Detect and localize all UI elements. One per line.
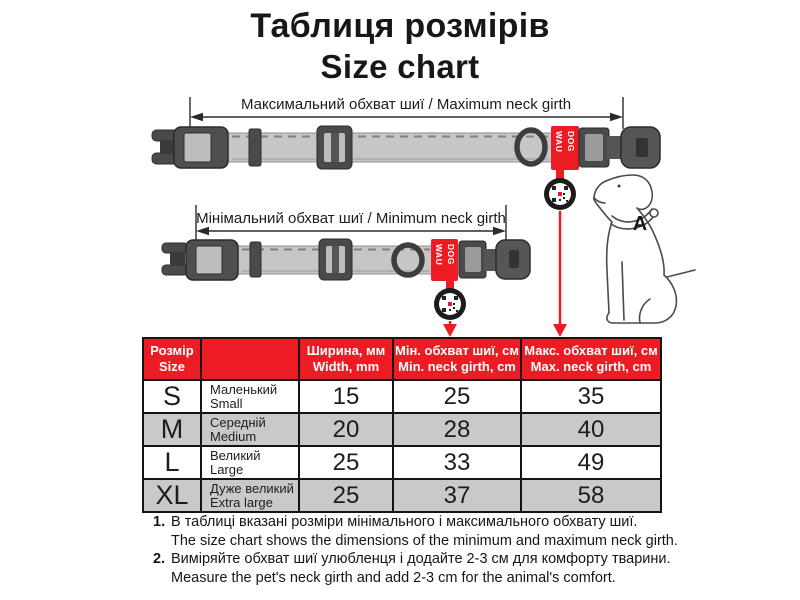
dog-outline xyxy=(593,174,678,324)
width-cell: 20 xyxy=(298,412,394,447)
note-2-number: 2. xyxy=(153,551,166,567)
table-row-s: S Маленький Small 15 25 35 xyxy=(142,379,662,414)
arrowhead-right-icon xyxy=(610,112,623,122)
dog-eye xyxy=(617,184,621,188)
min-girth-dimension-arrow xyxy=(195,205,507,243)
qr-pattern xyxy=(552,186,568,202)
dog-mouth-line xyxy=(593,197,606,204)
max-girth-dimension-arrow xyxy=(189,97,624,129)
d-ring xyxy=(514,127,548,167)
name-cell: Великий Large xyxy=(200,445,300,480)
dog-illustration xyxy=(593,174,696,324)
header-size: Розмір Size xyxy=(142,337,202,381)
table-row-xl: XL Дуже великий Extra large 25 37 58 xyxy=(142,478,662,513)
size-table: Розмір Size Ширина, мм Width, mm Мін. об… xyxy=(142,337,662,513)
strap-adjuster xyxy=(316,125,353,170)
width-cell: 25 xyxy=(298,445,394,480)
buckle-female xyxy=(151,126,229,169)
name-cell: Маленький Small xyxy=(200,379,300,414)
waudog-brand-tag: WAU DOG xyxy=(431,239,458,281)
dog-front-leg-line xyxy=(621,261,625,321)
collar-max: WAU DOG xyxy=(151,125,661,337)
min-girth-cell: 33 xyxy=(392,445,522,480)
min-girth-label: Мінімальний обхват шиї / Minimum neck gi… xyxy=(196,210,506,227)
min-girth-cell: 25 xyxy=(392,379,522,414)
brand-tag-text-dog: DOG xyxy=(566,131,576,152)
dog-collar-line-top xyxy=(611,208,653,223)
dog-tail-line xyxy=(666,269,696,278)
width-cell: 15 xyxy=(298,379,394,414)
min-girth-cell: 37 xyxy=(392,478,522,513)
brand-tag-text-wau: WAU xyxy=(434,244,444,265)
dog-collar-line-bottom xyxy=(610,216,654,230)
max-girth-cell: 58 xyxy=(520,478,662,513)
buckle-male xyxy=(578,126,661,169)
max-column-pointer-arrow xyxy=(553,211,567,337)
note-1-en: The size chart shows the dimensions of t… xyxy=(171,532,678,549)
red-arrowhead-icon xyxy=(553,324,567,337)
header-width: Ширина, мм Width, mm xyxy=(298,337,394,381)
size-cell: S xyxy=(142,379,202,414)
max-girth-cell: 40 xyxy=(520,412,662,447)
header-min-girth: Мін. обхват шиї, см Min. neck girth, cm xyxy=(392,337,522,381)
girth-marker-a: A xyxy=(633,213,647,235)
arrowhead-left-icon xyxy=(190,112,203,122)
strap-keeper xyxy=(249,241,262,278)
arrowhead-left-icon xyxy=(196,226,209,236)
dog-hind-leg-line xyxy=(638,298,651,324)
table-header-row: Розмір Size Ширина, мм Width, mm Мін. об… xyxy=(142,337,662,381)
page-title-en: Size chart xyxy=(320,48,480,85)
qr-pattern xyxy=(442,296,458,312)
note-1-ua: 1. В таблиці вказані розміри мінімальног… xyxy=(153,514,638,530)
size-cell: M xyxy=(142,412,202,447)
max-girth-cell: 49 xyxy=(520,445,662,480)
collar-min: WAU DOG xyxy=(161,238,531,337)
dog-collar-ring xyxy=(649,208,659,218)
footnotes: 1. В таблиці вказані розміри мінімальног… xyxy=(153,513,683,587)
max-girth-cell: 35 xyxy=(520,379,662,414)
strap-adjuster xyxy=(318,238,353,281)
brand-tag-text-wau: WAU xyxy=(554,131,564,152)
red-arrowhead-icon xyxy=(443,324,457,337)
width-cell: 25 xyxy=(298,478,394,513)
max-girth-label: Максимальний обхват шиї / Maximum neck g… xyxy=(241,96,571,113)
waudog-brand-tag: WAU DOG xyxy=(551,126,579,170)
qr-pet-tag xyxy=(544,168,576,210)
name-cell: Дуже великий Extra large xyxy=(200,478,300,513)
qr-pet-tag xyxy=(434,279,466,320)
buckle-male xyxy=(458,239,531,280)
min-girth-cell: 28 xyxy=(392,412,522,447)
header-max-girth: Макс. обхват шиї, см Max. neck girth, cm xyxy=(520,337,662,381)
page-title-ua: Таблиця розмірів xyxy=(250,7,550,45)
page-title: Таблиця розмірів Size chart xyxy=(0,4,800,86)
table-row-l: L Великий Large 25 33 49 xyxy=(142,445,662,480)
size-cell: XL xyxy=(142,478,202,513)
d-ring xyxy=(391,242,425,278)
min-column-pointer-arrow xyxy=(443,321,457,337)
note-1-number: 1. xyxy=(153,514,166,530)
note-2-en: Measure the pet's neck girth and add 2-3… xyxy=(171,569,616,586)
header-name xyxy=(200,337,300,381)
note-2-ua: 2. Виміряйте обхват шиї улюбленця і дода… xyxy=(153,551,671,567)
brand-tag-text-dog: DOG xyxy=(446,244,456,265)
name-cell: Середній Medium xyxy=(200,412,300,447)
strap-keeper xyxy=(248,128,262,167)
arrowhead-right-icon xyxy=(493,226,506,236)
table-row-m: M Середній Medium 20 28 40 xyxy=(142,412,662,447)
buckle-female xyxy=(161,239,239,281)
size-cell: L xyxy=(142,445,202,480)
